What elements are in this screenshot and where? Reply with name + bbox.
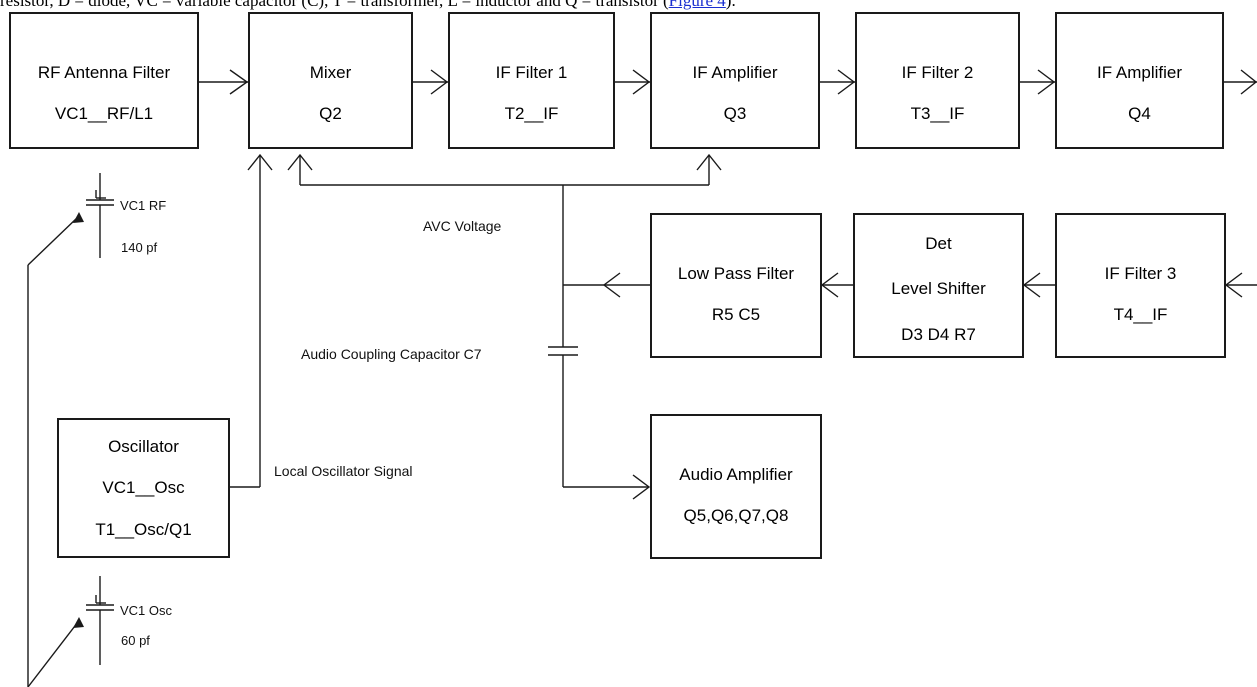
vc1-osc-label: VC1 Osc	[120, 603, 173, 618]
block-subtitle: VC1__RF/L1	[54, 104, 154, 123]
vc1-osc-tuning-arrow	[73, 617, 84, 628]
figure-link[interactable]: Figure 4	[668, 0, 726, 10]
block-subtitle: Level Shifter	[891, 279, 986, 298]
arrow-head	[632, 474, 651, 500]
block-components: D3 D4 R7	[901, 325, 976, 344]
block-title: IF Filter 1	[495, 63, 568, 82]
avc-voltage-label: AVC Voltage	[423, 218, 502, 234]
block-title: IF Filter 3	[1104, 264, 1177, 283]
block-subtitle: T2__IF	[504, 104, 559, 123]
if-filter-3-block: IF Filter 3 T4__IF	[1055, 213, 1226, 358]
block-title: Oscillator	[108, 437, 179, 456]
block-title: IF Amplifier	[692, 63, 778, 82]
block-subtitle: T4__IF	[1113, 305, 1168, 324]
block-components: T1__Osc/Q1	[95, 520, 192, 539]
arrow-head	[247, 153, 273, 171]
mixer-block: Mixer Q2	[248, 12, 413, 149]
arrow-head	[1037, 69, 1056, 95]
arrow-head	[1022, 272, 1041, 298]
caption-text: resistor, D = diode, VC = variable capac…	[0, 0, 1257, 10]
block-subtitle: T3__IF	[910, 104, 965, 123]
block-subtitle: Q2	[319, 104, 342, 123]
audio-coupling-capacitor-label: Audio Coupling Capacitor C7	[301, 346, 482, 362]
rf-antenna-filter-block: RF Antenna Filter VC1__RF/L1	[9, 12, 199, 149]
oscillator-block: Oscillator VC1__Osc T1__Osc/Q1	[57, 418, 230, 558]
block-title: Low Pass Filter	[677, 264, 795, 283]
block-subtitle: Q3	[723, 104, 747, 123]
arrow-head	[430, 69, 449, 95]
arrow-head	[837, 69, 856, 95]
vc1-rf-value-label: 140 pf	[121, 240, 158, 255]
arrow-head	[602, 272, 621, 298]
if-amplifier-2-block: IF Amplifier Q4	[1055, 12, 1224, 149]
gang-link-osc-diagonal	[27, 621, 79, 687]
block-title: Det	[925, 234, 952, 253]
arrow-head	[287, 153, 313, 171]
arrow-head	[1224, 272, 1243, 298]
block-title: Audio Amplifier	[679, 465, 793, 484]
arrow-head	[632, 69, 651, 95]
arrow-head	[1240, 69, 1257, 95]
caption-suffix: ).	[725, 0, 736, 10]
block-title: Mixer	[309, 63, 352, 82]
vc1-rf-label: VC1 RF	[120, 198, 167, 213]
block-title: IF Filter 2	[901, 63, 974, 82]
local-oscillator-signal-label: Local Oscillator Signal	[274, 463, 413, 479]
arrow-head	[696, 153, 722, 171]
block-subtitle: R5 C5	[711, 305, 761, 324]
audio-amplifier-block: Audio Amplifier Q5,Q6,Q7,Q8	[650, 414, 822, 559]
if-filter-1-block: IF Filter 1 T2__IF	[448, 12, 615, 149]
low-pass-filter-block: Low Pass Filter R5 C5	[650, 213, 822, 358]
vc1-osc-value-label: 60 pf	[121, 633, 150, 648]
if-amplifier-1-block: IF Amplifier Q3	[650, 12, 820, 149]
block-subtitle: VC1__Osc	[102, 478, 185, 497]
block-title: RF Antenna Filter	[37, 63, 171, 82]
caption-body: resistor, D = diode, VC = variable capac…	[0, 0, 669, 10]
arrow-head	[229, 69, 249, 95]
gang-link-rf-diagonal	[27, 216, 79, 266]
block-subtitle: Q5,Q6,Q7,Q8	[683, 506, 789, 525]
if-filter-2-block: IF Filter 2 T3__IF	[855, 12, 1020, 149]
detector-level-shifter-block: Det Level Shifter D3 D4 R7	[853, 213, 1024, 358]
arrow-head	[820, 272, 839, 298]
block-subtitle: Q4	[1128, 104, 1151, 123]
vc1-rf-tuning-arrow	[73, 212, 84, 223]
block-title: IF Amplifier	[1096, 63, 1183, 82]
